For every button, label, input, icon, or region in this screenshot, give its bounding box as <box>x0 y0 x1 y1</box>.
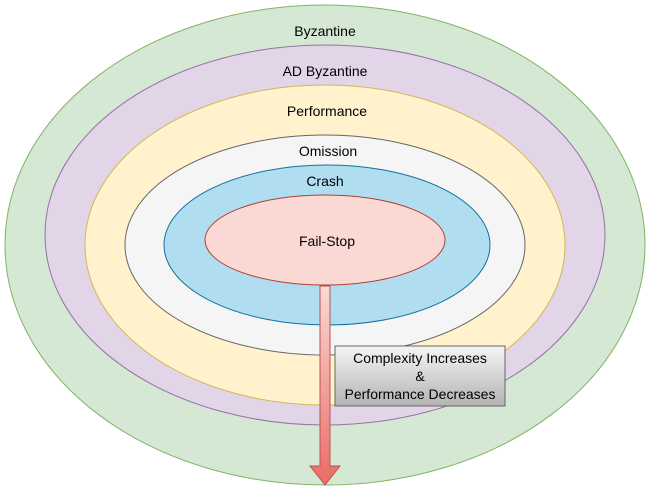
label-ad-byzantine: AD Byzantine <box>283 63 368 79</box>
ring-fail-stop <box>204 194 446 286</box>
label-crash: Crash <box>306 173 343 189</box>
label-omission: Omission <box>299 143 357 159</box>
note-box-background <box>334 345 506 407</box>
note-line-2: & <box>415 368 425 384</box>
complexity-arrow <box>308 285 342 486</box>
label-performance: Performance <box>287 103 367 119</box>
note-box: Complexity Increases & Performance Decre… <box>334 345 506 407</box>
label-byzantine: Byzantine <box>294 23 356 39</box>
note-line-3: Performance Decreases <box>345 386 496 402</box>
note-line-1: Complexity Increases <box>353 350 487 366</box>
label-fail-stop: Fail-Stop <box>299 233 355 249</box>
